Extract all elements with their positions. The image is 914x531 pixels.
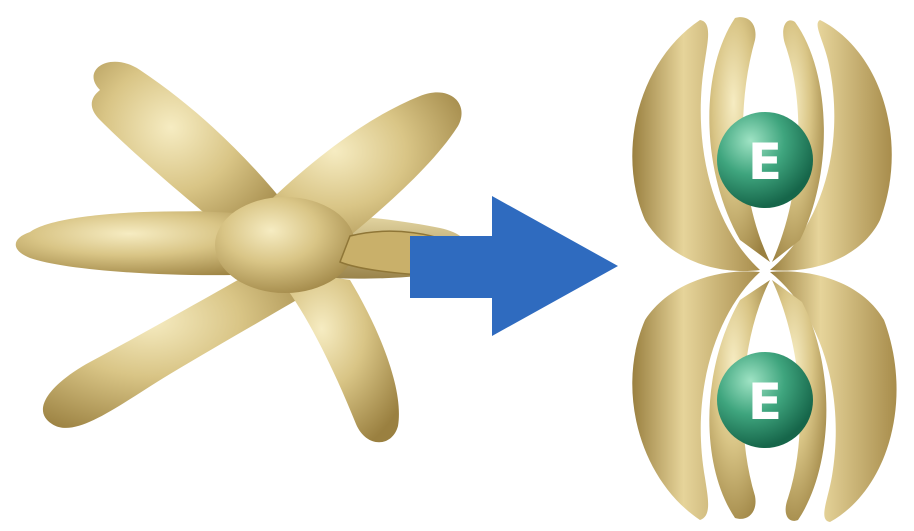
upper-e-ball-label: E	[748, 133, 782, 191]
lower-e-ball-label: E	[748, 373, 782, 431]
transition-arrow	[410, 196, 618, 336]
upper-e-ball: E	[717, 112, 813, 208]
x-structure-center	[215, 197, 355, 293]
folded-dimer-structure: E E	[632, 17, 896, 522]
lower-e-ball: E	[717, 352, 813, 448]
x-shaped-structure	[16, 62, 472, 443]
